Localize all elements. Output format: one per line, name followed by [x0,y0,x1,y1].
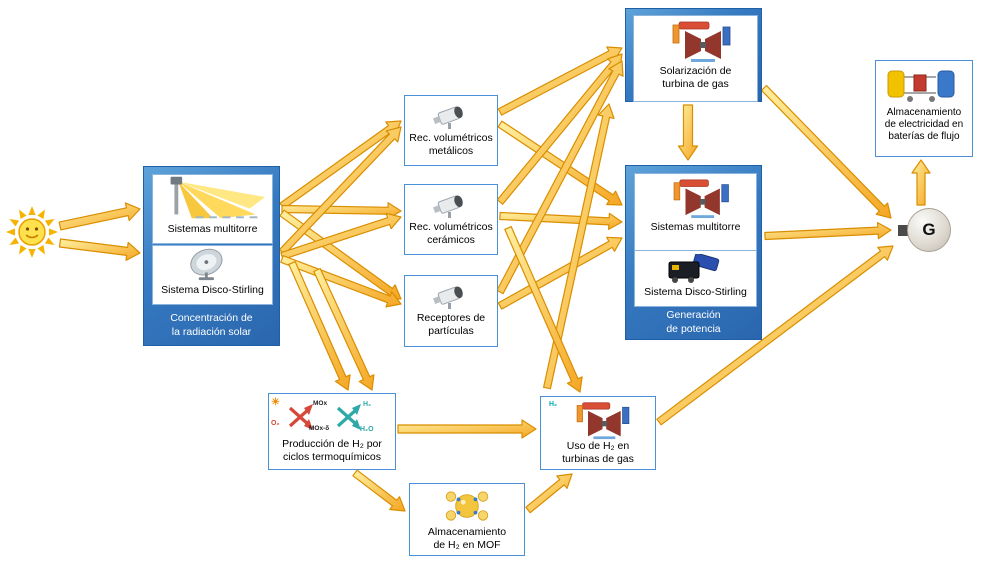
flow-arrow [397,419,537,439]
particle-receiver-icon [405,280,497,312]
flow-arrow [58,202,141,231]
generator-shaft-icon [898,225,909,236]
flow-battery-icon [876,65,972,107]
node-label: Sistema Disco-Stirling [161,284,264,296]
node-label: metálicos [428,144,474,157]
node-label: Sistemas multitorre [650,221,741,233]
flow-arrow [279,209,402,300]
node-label: turbina de gas [662,77,729,90]
thermo-mox-label: MOx [313,400,328,407]
flow-arrow [496,60,624,295]
volumetric-receiver-icon [405,189,497,221]
flow-arrow [497,46,623,116]
node-label: cerámicos [427,233,475,246]
flow-arrow [504,226,583,393]
flow-arrow [911,159,931,206]
thermo-h2-label: H₂ [363,401,372,408]
flow-arrow [525,473,573,514]
node-label: Receptores de [416,312,486,324]
node-label: Rec. volumétricos [409,132,493,144]
flow-arrow [280,255,402,308]
gas-turbine-icon [634,19,757,65]
node-receptores-particulas: Receptores de partículas [404,275,498,347]
flow-arrow [497,236,623,310]
node-label: Sistemas multitorre [167,223,258,235]
node-label: Uso de H₂ en [566,440,630,452]
stirling-engine-icon [635,254,756,286]
flow-arrow [279,120,402,210]
heliostat-field-icon [153,175,272,223]
thermo-h2o-label: H₂O [360,426,374,433]
node-sistemas-multitorre-gen: Sistemas multitorre [634,173,757,252]
flow-arrow [496,53,623,205]
flow-arrow [760,84,892,219]
flow-arrow [677,104,699,161]
mof-molecule-icon [410,488,524,526]
node-produccion-h2-termoquimica: ☀ O₂ MOx MOx-δ H₂ H₂O Producción de H₂ p… [268,393,396,470]
gas-turbine-icon [635,177,756,221]
generator-circle-icon: G [907,208,951,252]
node-label: de H₂ en MOF [433,538,501,551]
flow-arrow [542,103,615,390]
node-label: Rec. volumétricos [409,221,493,233]
node-label: Solarización de [659,65,732,77]
node-label: Producción de H₂ por [282,438,382,450]
node-label: de electricidad en [884,119,964,131]
generator-node: G [898,206,951,254]
thermo-mox-delta-label: MOx-δ [309,425,330,432]
node-disco-stirling-conc: Sistema Disco-Stirling [152,245,273,305]
flow-arrow [288,261,351,391]
flow-arrow [764,222,892,241]
h2-inlet-label: H₂ [549,401,558,408]
flow-arrow [499,211,623,230]
flow-arrow [58,238,141,261]
flow-arrow [278,126,402,255]
node-solarizacion-turbina-gas: Solarización de turbina de gas [625,8,762,102]
node-almacenamiento-h2-mof: Almacenamiento de H₂ en MOF [409,483,525,556]
dish-stirling-icon [153,246,272,284]
node-label: Almacenamiento [427,526,507,538]
node-label: Sistema Disco-Stirling [644,286,747,298]
sun-icon [6,206,58,258]
node-rec-volumetricos-metalicos: Rec. volumétricos metálicos [404,95,498,166]
thermochemical-cycle-icon: ☀ O₂ MOx MOx-δ H₂ H₂O [269,398,395,438]
thermo-o2-label: O₂ [271,420,280,427]
node-generacion-potencia: Sistemas multitorre Sistema Disco-Stirli… [625,165,762,340]
node-label: turbinas de gas [562,452,634,465]
flow-arrow [313,267,375,391]
node-rec-volumetricos-ceramicos: Rec. volumétricos cerámicos [404,184,498,255]
node-sistemas-multitorre-conc: Sistemas multitorre [152,174,273,244]
node-label: partículas [428,324,474,337]
group-label-generacion: Generación de potencia [666,309,721,335]
h2-gas-turbine-icon: H₂ [541,400,655,440]
node-label: Almacenamiento [886,107,962,118]
node-disco-stirling-gen: Sistema Disco-Stirling [634,250,757,307]
node-uso-h2-turbinas: H₂ Uso de H₂ en turbinas de gas [540,396,656,470]
flow-arrow [497,120,623,206]
node-label: ciclos termoquímicos [282,450,382,463]
flow-arrow [280,212,402,260]
flow-arrow [281,202,402,220]
node-almacenamiento-baterias-flujo: Almacenamiento de electricidad en baterí… [875,60,973,157]
thermo-sun-icon: ☀ [271,397,280,408]
node-label: baterías de flujo [888,131,960,143]
volumetric-receiver-icon [405,100,497,132]
generator-label: G [922,220,936,239]
group-label-concentracion: Concentración de la radiación solar [170,312,253,338]
node-concentracion-radiacion-solar: Sistemas multitorre Sistema Disco-Stirli… [143,166,280,346]
solarizacion-inner: Solarización de turbina de gas [633,15,758,102]
flow-arrow [352,469,406,512]
